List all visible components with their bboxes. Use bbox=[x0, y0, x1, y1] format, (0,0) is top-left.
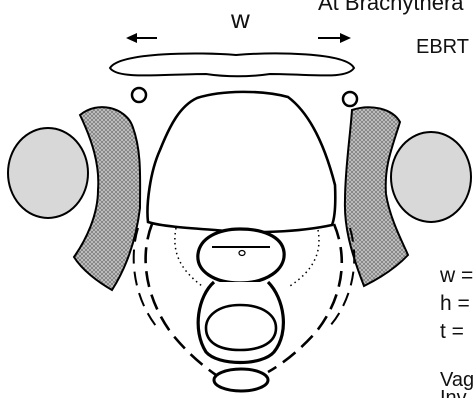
legend-t: t = bbox=[440, 320, 464, 343]
right-dotted-parametrium bbox=[290, 230, 319, 286]
coccyx-outline bbox=[214, 369, 268, 391]
legend-w: w = bbox=[439, 264, 473, 287]
footer-text-involvement: Inv bbox=[440, 387, 467, 398]
cervical-canal bbox=[239, 251, 245, 256]
applicator-bar bbox=[110, 53, 354, 76]
rectum-inner-lumen bbox=[206, 305, 276, 350]
left-dashed-boundary-inner bbox=[134, 228, 156, 326]
bladder-outline bbox=[148, 92, 336, 232]
header-text-brachytherapy: At Brachythera bbox=[318, 0, 464, 15]
width-label: w bbox=[230, 4, 250, 34]
left-femoral-head bbox=[8, 128, 88, 218]
legend-h: h = bbox=[440, 292, 470, 315]
right-marker-circle bbox=[343, 92, 357, 106]
left-marker-circle bbox=[132, 88, 146, 102]
width-arrow-right bbox=[318, 33, 351, 43]
width-arrow-left bbox=[126, 33, 157, 43]
header-text-ebrt: EBRT bbox=[416, 36, 469, 58]
right-femoral-head bbox=[391, 132, 471, 222]
left-pelvic-wall-hatched bbox=[74, 107, 140, 290]
